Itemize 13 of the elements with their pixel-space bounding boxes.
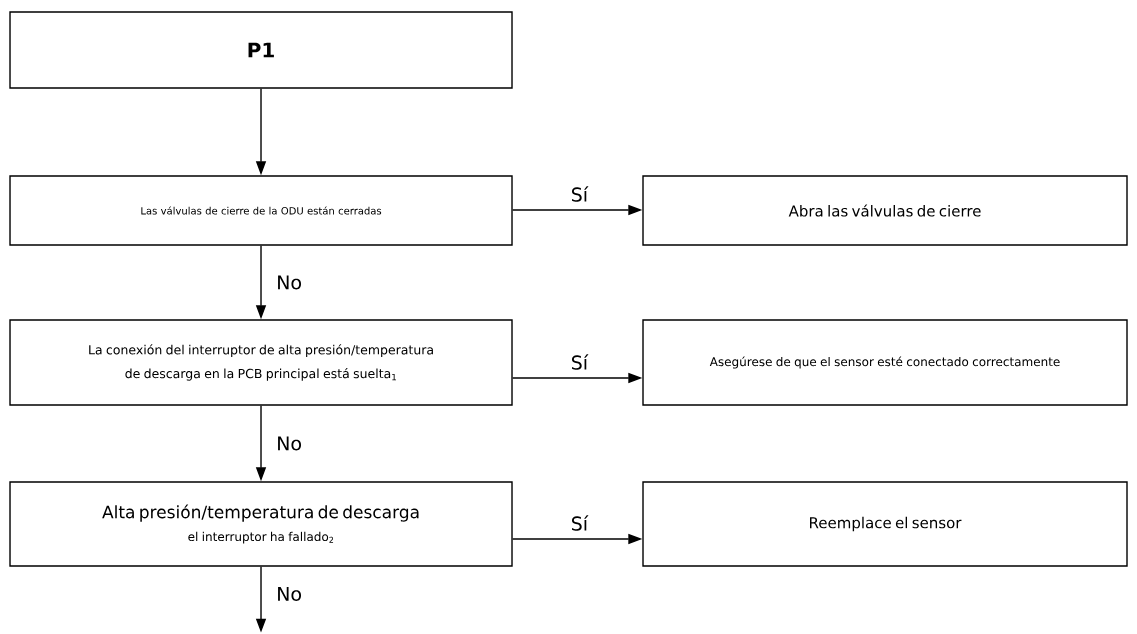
process-box: La conexión del interruptor de alta presión/temperatura de descarga en la PCB principal está suelta$_{1}$ xyxy=(9,319,513,406)
edge-label: No xyxy=(275,435,304,452)
edge-label: No xyxy=(275,585,304,603)
edge-label: No xyxy=(275,274,304,291)
process-box: P1 xyxy=(9,11,513,89)
edge-label: Sí xyxy=(569,353,590,371)
process-box: Las válvulas de cierre de la ODU están cerradas xyxy=(9,175,513,246)
edge-label: Sí xyxy=(569,514,590,532)
process-box: Abra las válvulas de cierre xyxy=(642,175,1128,246)
process-box: Asegúrese de que el sensor esté conectado correctamente xyxy=(642,319,1128,406)
edge-label: Sí xyxy=(569,185,590,203)
process-box: Reemplace el sensor xyxy=(642,481,1128,567)
process-box: Alta presión/temperatura de descarga el interruptor ha fallado$_{2}$ xyxy=(9,481,513,567)
